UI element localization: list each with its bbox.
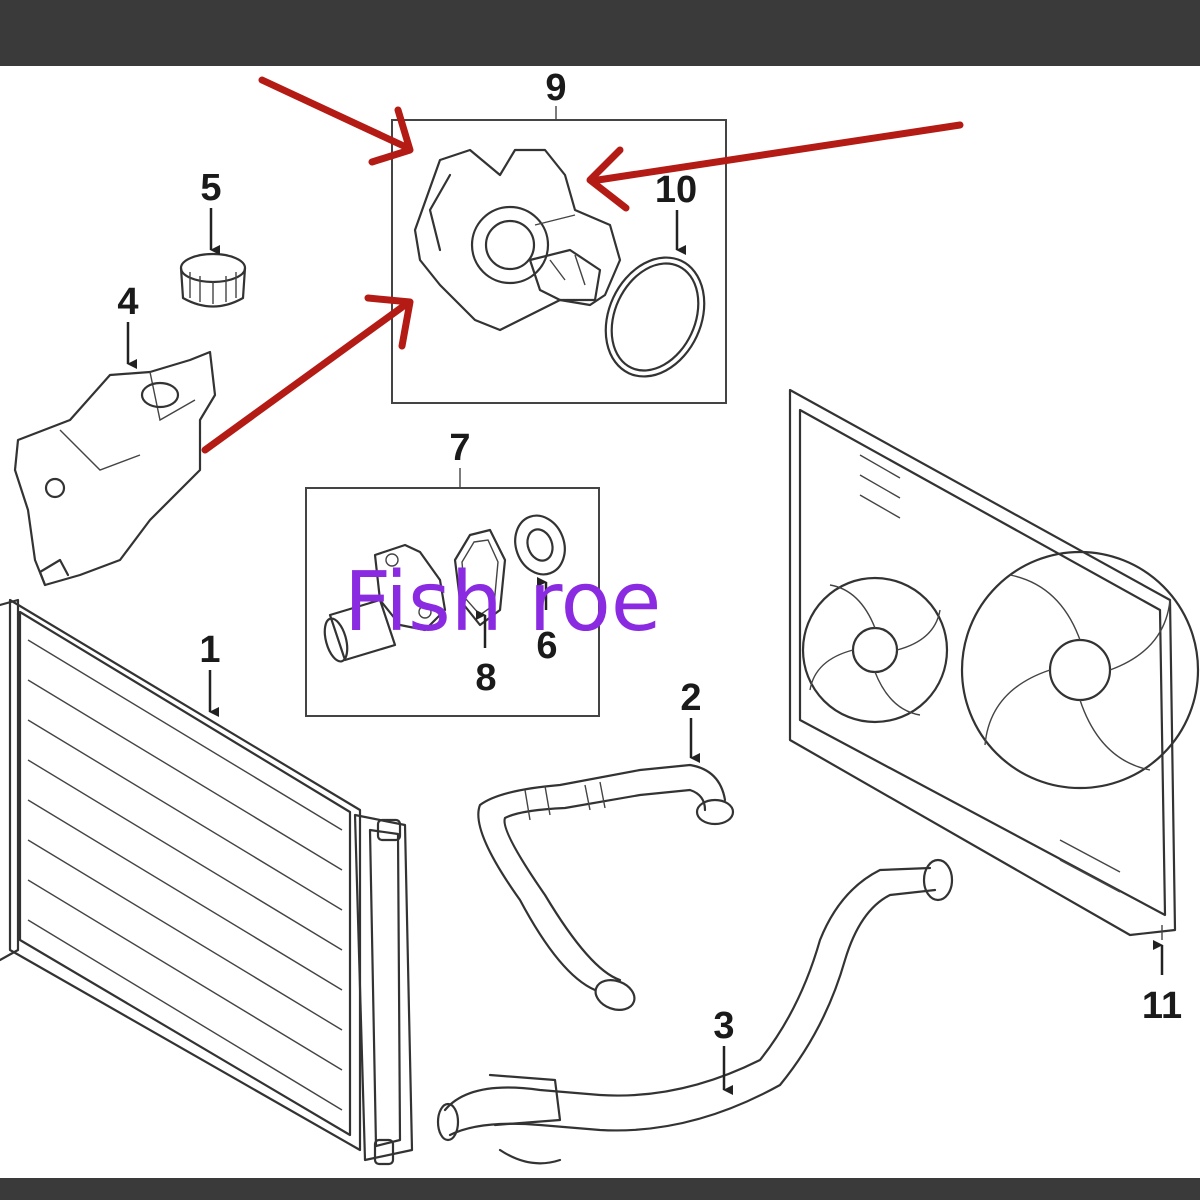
water-pump-group-box (391, 119, 727, 404)
thermostat-housing (323, 543, 447, 663)
thermostat-gasket (453, 528, 507, 627)
thermostat-group-box (305, 487, 600, 717)
lower-hose (436, 858, 954, 1165)
radiator (0, 598, 414, 1166)
part-label-11: 11 (1142, 985, 1182, 1027)
leader-lines (126, 208, 1164, 1095)
o-ring (604, 256, 706, 378)
red-arrow-top-left (258, 76, 414, 166)
part-label-1: 1 (199, 629, 220, 671)
reservoir-cap (179, 252, 247, 308)
part-label-2: 2 (680, 677, 701, 719)
part-label-5: 5 (200, 167, 221, 209)
part-label-3: 3 (713, 1005, 734, 1047)
expansion-tank (13, 350, 217, 587)
part-label-10: 10 (655, 169, 697, 211)
water-pump (413, 148, 622, 332)
part-label-7: 7 (449, 427, 470, 469)
part-label-6: 6 (536, 625, 557, 667)
part-label-8: 8 (475, 657, 496, 699)
red-annotation-arrows (201, 76, 964, 454)
red-arrow-lower-left (201, 294, 414, 454)
top-bar (0, 0, 1200, 66)
part-label-4: 4 (117, 281, 138, 323)
thermostat (514, 514, 566, 576)
bottom-bar (0, 1178, 1200, 1200)
red-arrow-top-right (586, 121, 964, 212)
overlay-caption: Fish roe (344, 555, 661, 650)
cooling-fan-assembly (788, 388, 1200, 940)
part-label-9: 9 (545, 67, 566, 109)
upper-hose (477, 763, 735, 1011)
